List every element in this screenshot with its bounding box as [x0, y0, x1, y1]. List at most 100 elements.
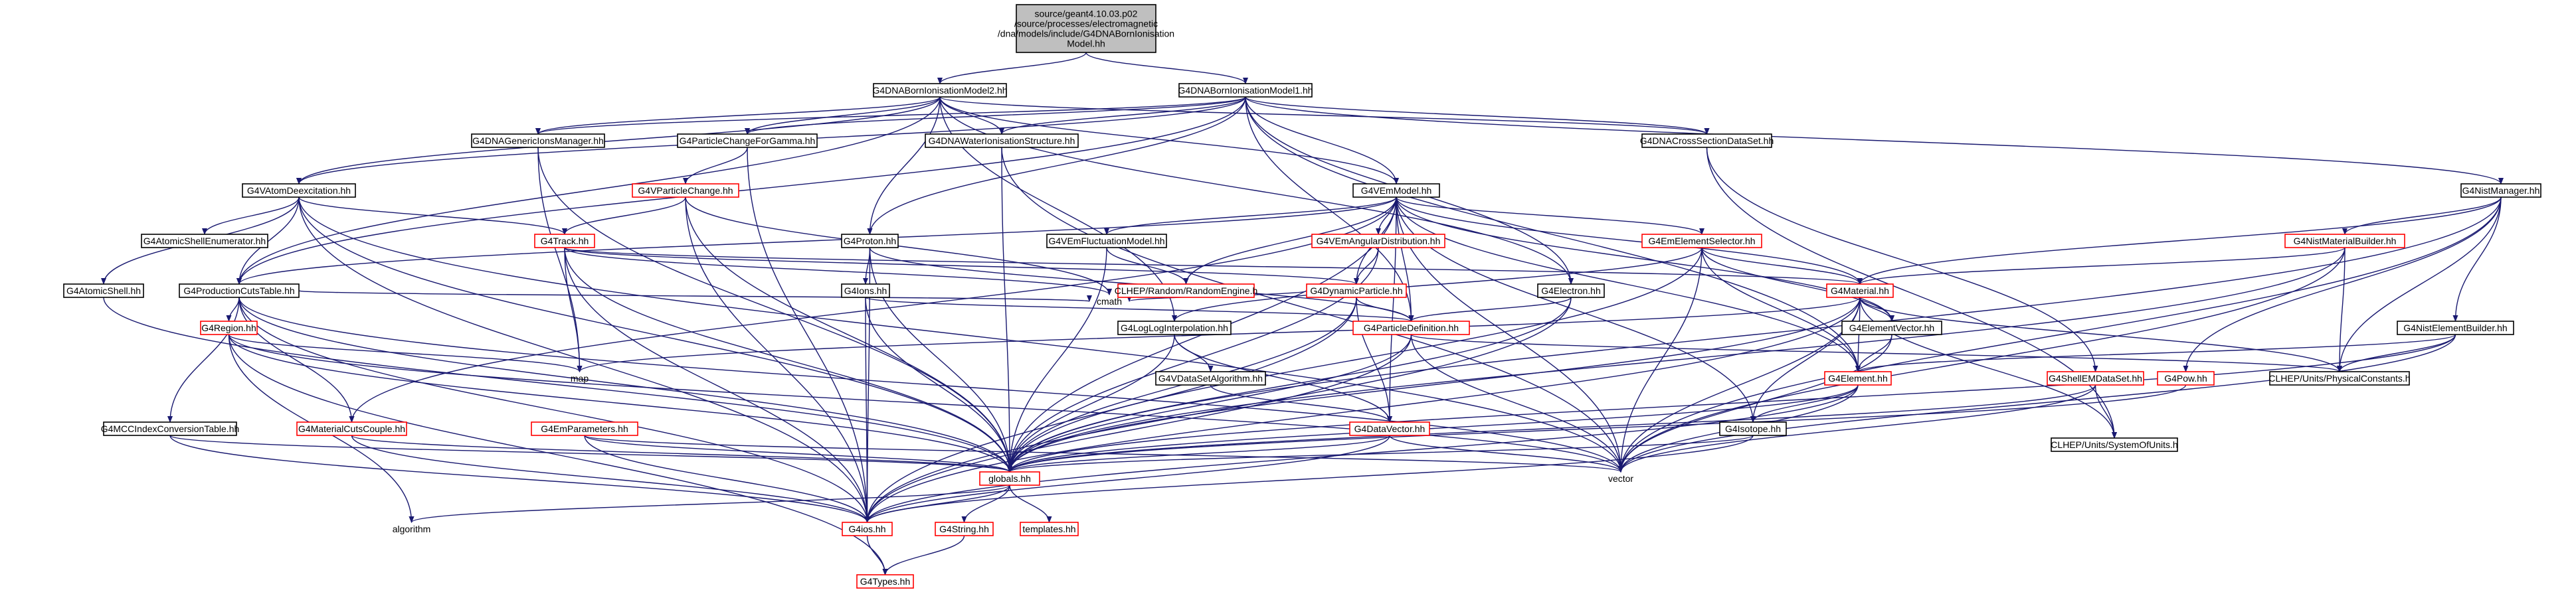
node-box	[842, 522, 893, 536]
node-box	[1117, 283, 1255, 298]
node-crosssec[interactable]: G4DNACrossSectionDataSet.hh	[1640, 133, 1774, 148]
node-mccindex[interactable]: G4MCCIndexConversionTable.hh	[101, 421, 240, 436]
node-templates[interactable]: templates.hh	[1020, 522, 1079, 536]
node-partdef[interactable]: G4ParticleDefinition.hh	[1352, 321, 1470, 335]
edge-model1-to-pcgamma	[745, 96, 1246, 135]
node-label: G4EmParameters.hh	[541, 423, 628, 434]
edge-region-to-map	[228, 334, 583, 372]
node-g4ios[interactable]: G4ios.hh	[842, 522, 893, 536]
edge-prodcuts-to-globals	[238, 297, 1012, 473]
node-g4string[interactable]: G4String.hh	[935, 522, 994, 536]
edge-material-to-g4ios	[864, 297, 1861, 523]
edge-prodcuts-to-vector	[238, 297, 1623, 473]
node-box	[534, 234, 595, 248]
node-globals[interactable]: globals.hh	[979, 471, 1040, 486]
node-genions[interactable]: G4DNAGenericIonsManager.hh	[471, 133, 605, 148]
node-pcgamma[interactable]: G4ParticleChangeForGamma.hh	[677, 133, 818, 148]
node-clhepr[interactable]: CLHEP/Random/RandomEngine.h	[1115, 283, 1258, 298]
edge-vemfluct-to-clhepr	[1106, 247, 1189, 285]
edge-shellem-to-sysunits	[2094, 384, 2117, 439]
node-vector: vector	[1608, 473, 1633, 484]
node-label: G4VParticleChange.hh	[638, 185, 733, 196]
node-emparams[interactable]: G4EmParameters.hh	[531, 421, 638, 436]
edge-model2-to-atomdeex	[296, 96, 941, 185]
node-atomdeex[interactable]: G4VAtomDeexcitation.hh	[242, 183, 356, 198]
edge-prodcuts-to-cmath	[298, 290, 1091, 302]
node-nistmgr[interactable]: G4NistManager.hh	[2460, 183, 2541, 198]
edge-nistmgr-to-nistmatbuilder	[2342, 196, 2502, 235]
edge-atomicshell-to-globals	[103, 297, 1012, 473]
node-elemvec[interactable]: G4ElementVector.hh	[1841, 321, 1942, 335]
node-label: G4DNAGenericIonsManager.hh	[472, 135, 604, 146]
edge-emelemsel-to-globals	[1007, 247, 1702, 473]
edge-globals-to-algorithm	[409, 485, 1010, 523]
node-region[interactable]: G4Region.hh	[200, 321, 258, 335]
node-box	[1306, 283, 1407, 298]
node-vpc[interactable]: G4VParticleChange.hh	[632, 183, 739, 198]
edge-model2-to-prodcuts	[236, 96, 941, 285]
node-shellem[interactable]: G4ShellEMDataSet.hh	[2047, 371, 2144, 386]
node-nistelembuilder[interactable]: G4NistElementBuilder.hh	[2397, 321, 2514, 335]
node-model1[interactable]: G4DNABornIonisationModel1.hh	[1178, 83, 1313, 98]
node-prodcuts[interactable]: G4ProductionCutsTable.hh	[179, 283, 300, 298]
node-waterion[interactable]: G4DNAWaterIonisationStructure.hh	[925, 133, 1079, 148]
node-emelemsel[interactable]: G4EmElementSelector.hh	[1641, 234, 1762, 248]
edge-vpc-to-g4ios	[685, 196, 870, 523]
node-dynpart[interactable]: G4DynamicParticle.hh	[1306, 283, 1407, 298]
node-element[interactable]: G4Element.hh	[1824, 371, 1892, 386]
node-label: G4VEmAngularDistribution.hh	[1317, 236, 1441, 246]
node-track[interactable]: G4Track.hh	[534, 234, 595, 248]
edge-datavec-to-globals	[1007, 435, 1390, 473]
node-atomicshell[interactable]: G4AtomicShell.hh	[63, 283, 144, 298]
node-label: G4String.hh	[939, 524, 989, 534]
edge-vdataset-to-datavec	[1210, 384, 1392, 423]
node-types[interactable]: G4Types.hh	[856, 574, 914, 589]
node-box	[1719, 421, 1787, 436]
node-box	[632, 183, 739, 198]
edge-electron-to-globals	[1007, 297, 1572, 473]
node-vdataset[interactable]: G4VDataSetAlgorithm.hh	[1155, 371, 1266, 386]
edge-partdef-to-g4ios	[864, 334, 1412, 523]
node-label: G4AtomicShell.hh	[66, 285, 141, 296]
node-ions[interactable]: G4Ions.hh	[841, 283, 890, 298]
node-box	[1020, 522, 1079, 536]
node-box	[296, 421, 407, 436]
node-label: G4Isotope.hh	[1725, 423, 1781, 434]
edge-model1-to-waterion	[999, 96, 1246, 135]
node-material[interactable]: G4Material.hh	[1826, 283, 1894, 298]
node-vemangular[interactable]: G4VEmAngularDistribution.hh	[1311, 234, 1445, 248]
node-shellenum[interactable]: G4AtomicShellEnumerator.hh	[141, 234, 268, 248]
node-label: G4ElementVector.hh	[1849, 323, 1934, 333]
edge-pcgamma-to-vpc	[683, 147, 748, 185]
node-nistmatbuilder[interactable]: G4NistMaterialBuilder.hh	[2284, 234, 2405, 248]
node-label: map	[571, 373, 589, 384]
node-matcuts[interactable]: G4MaterialCutsCouple.hh	[296, 421, 407, 436]
edge-emelemsel-to-material	[1701, 247, 1863, 285]
node-label: G4DNACrossSectionDataSet.hh	[1640, 135, 1774, 146]
node-model2[interactable]: G4DNABornIonisationModel2.hh	[872, 83, 1008, 98]
edge-matcuts-to-g4ios	[351, 435, 870, 523]
node-label: algorithm	[393, 524, 431, 534]
node-box	[1016, 4, 1156, 53]
node-loglog[interactable]: G4LogLogInterpolation.hh	[1117, 321, 1232, 335]
edge-electron-to-g4ios	[864, 297, 1572, 523]
node-electron[interactable]: G4Electron.hh	[1537, 283, 1605, 298]
edge-prodcuts-to-g4ios	[238, 297, 870, 523]
node-label: G4DNAWaterIonisationStructure.hh	[929, 135, 1075, 146]
edges-layer	[101, 52, 2504, 575]
node-isotope[interactable]: G4Isotope.hh	[1719, 421, 1787, 436]
edge-vemmodel-to-vemfluct	[1104, 196, 1397, 235]
node-box	[200, 321, 258, 335]
node-pow[interactable]: G4Pow.hh	[2157, 371, 2215, 386]
edge-region-to-globals	[228, 334, 1012, 473]
node-proton[interactable]: G4Proton.hh	[841, 234, 899, 248]
edge-datavec-to-vector	[1389, 435, 1623, 473]
node-datavec[interactable]: G4DataVector.hh	[1349, 421, 1430, 436]
node-vemfluct[interactable]: G4VEmFluctuationModel.hh	[1046, 234, 1167, 248]
node-vemmodel[interactable]: G4VEmModel.hh	[1352, 183, 1440, 198]
node-sysunits[interactable]: CLHEP/Units/SystemOfUnits.h	[2051, 437, 2178, 452]
edge-proton-to-globals	[869, 247, 1012, 473]
node-label: G4Proton.hh	[844, 236, 896, 246]
node-physconst[interactable]: CLHEP/Units/PhysicalConstants.h	[2268, 371, 2411, 386]
